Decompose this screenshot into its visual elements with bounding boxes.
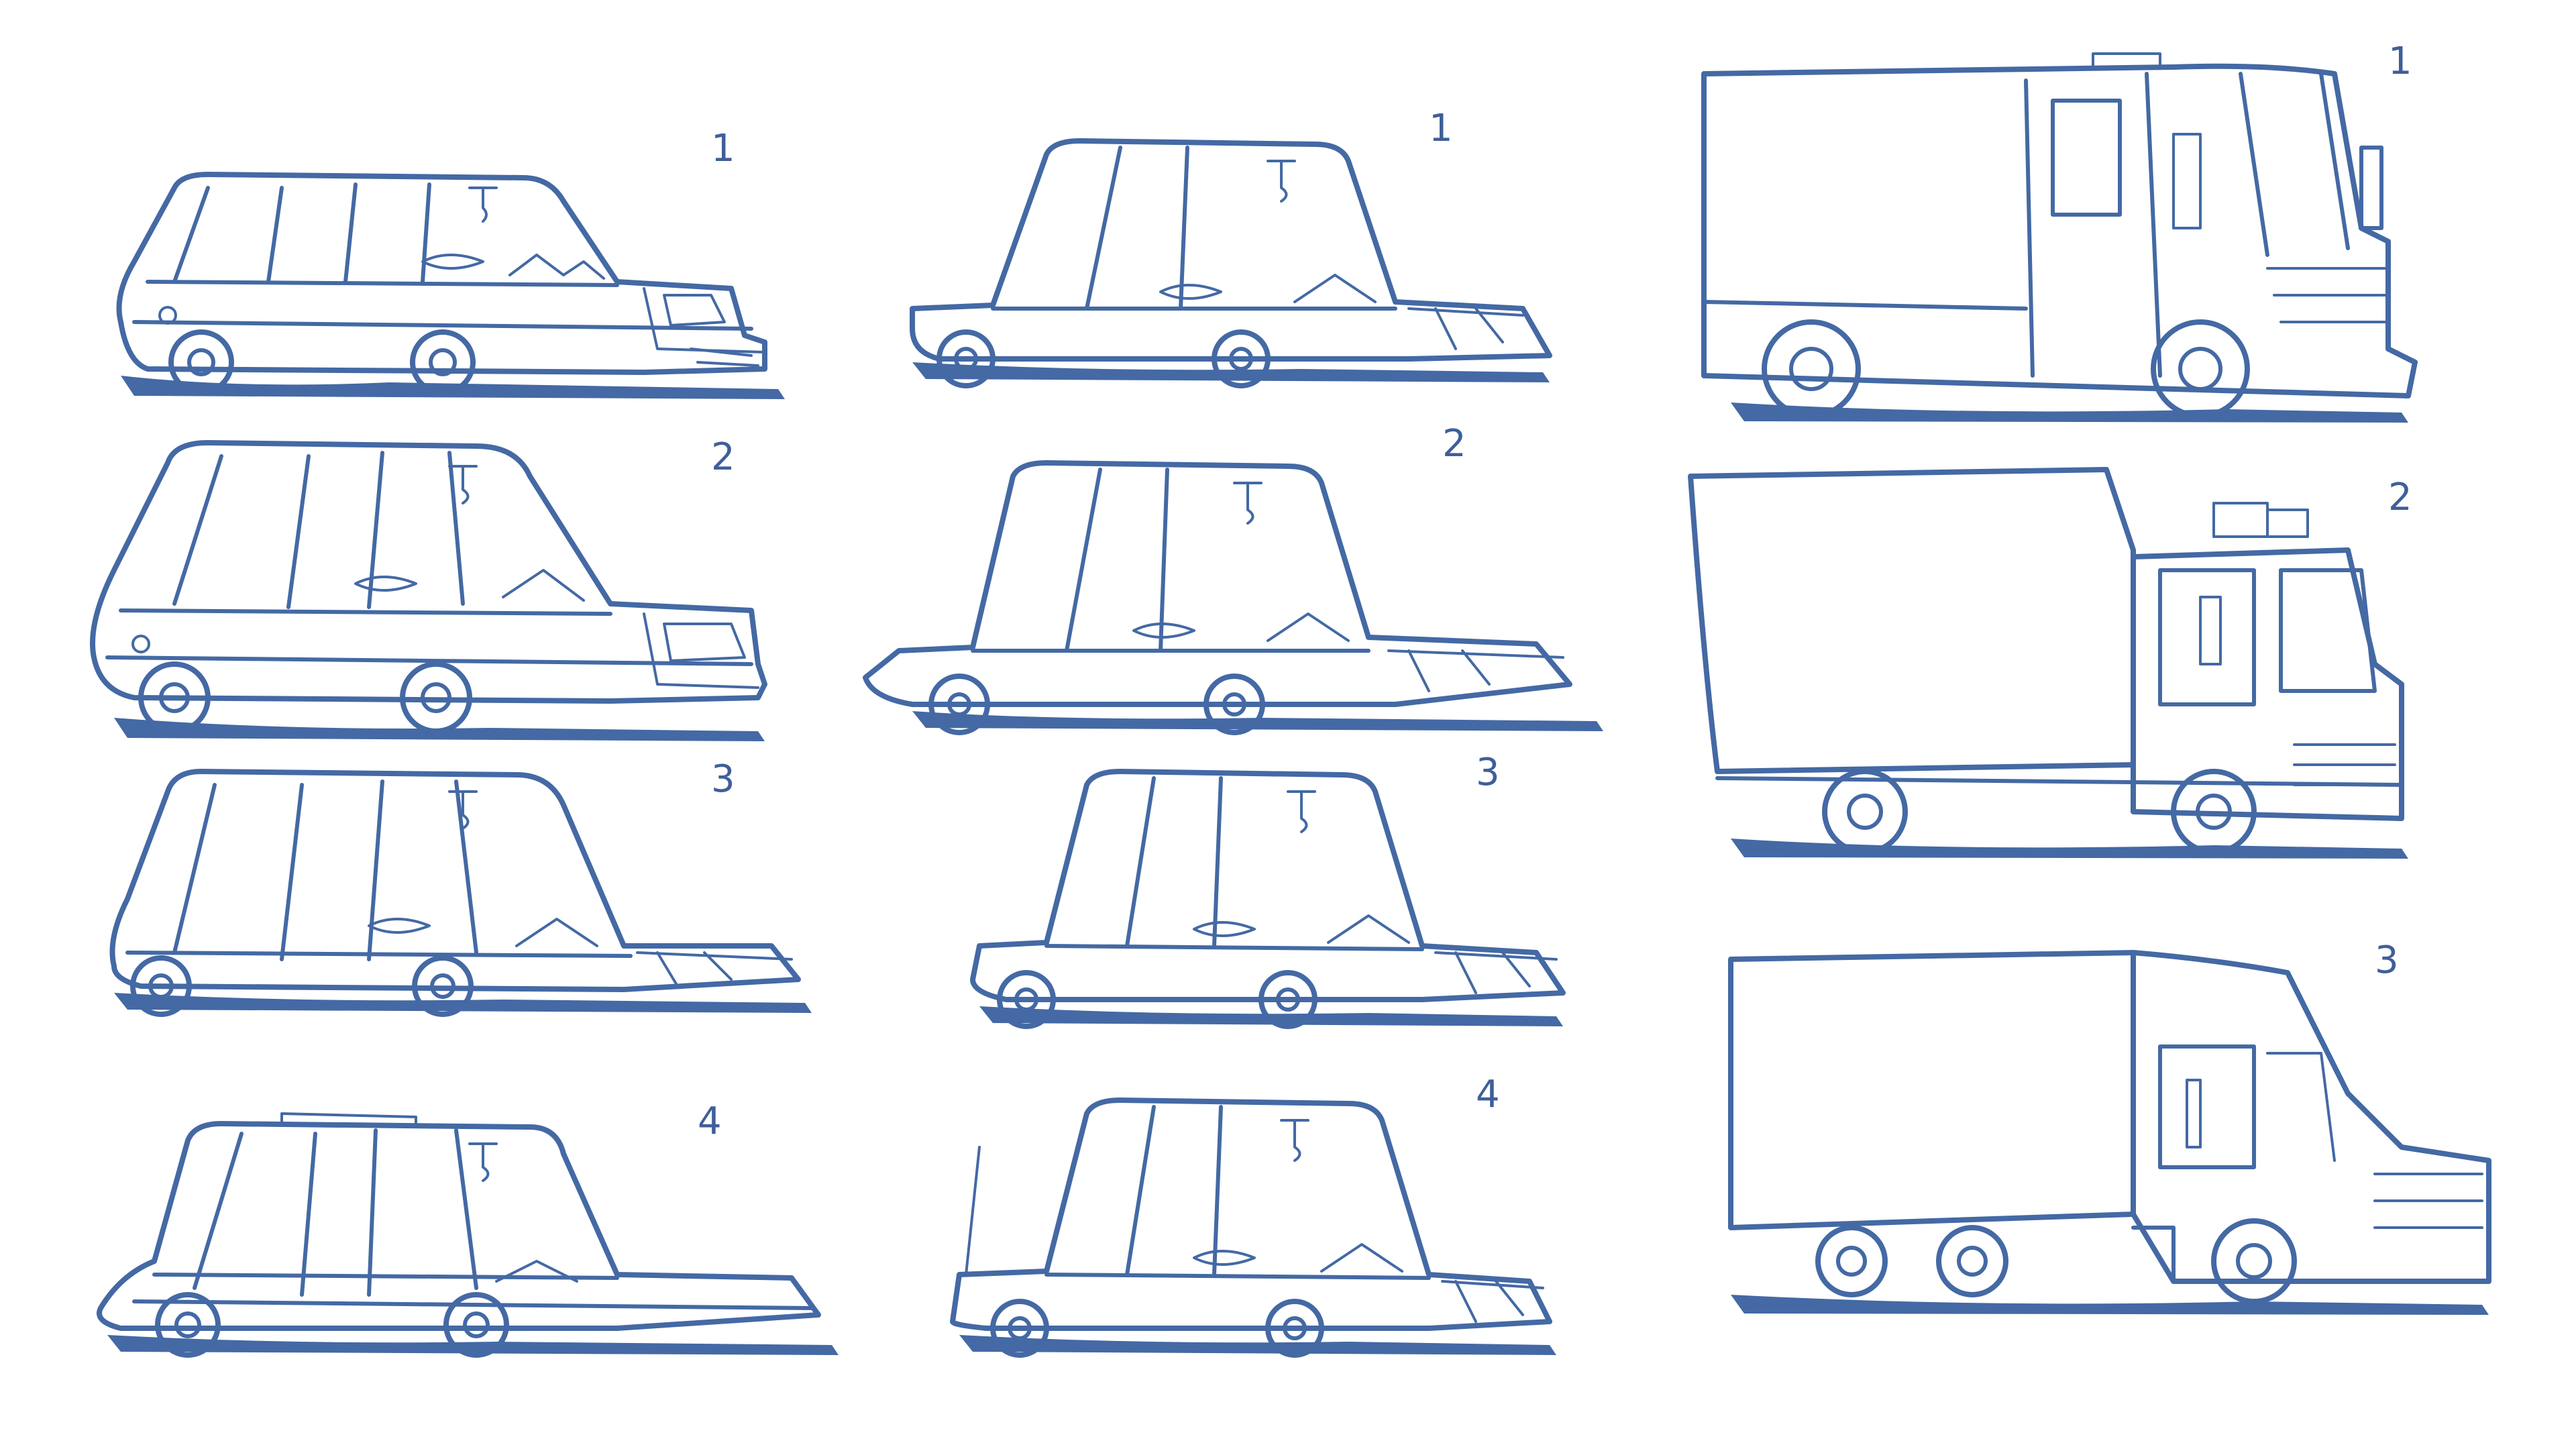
truck-1-step-van (1701, 52, 2418, 423)
station-wagon-1-label: 1 (711, 127, 735, 170)
sedan-4-label: 4 (1476, 1073, 1500, 1116)
truck-3-box-truck (1728, 950, 2491, 1315)
station-wagon-4-label: 4 (698, 1099, 722, 1143)
station-wagon-1 (116, 172, 785, 399)
station-wagon-2 (90, 440, 767, 741)
station-wagon-3 (109, 769, 812, 1017)
truck-3-label: 3 (2375, 938, 2399, 982)
sedan-4 (950, 1097, 1556, 1358)
sedan-3 (970, 769, 1566, 1029)
truck-2-box-truck (1688, 467, 2408, 859)
truck-1-label: 1 (2388, 40, 2412, 83)
sedan-1 (910, 138, 1552, 388)
sedan-2-label: 2 (1442, 422, 1466, 466)
sedan-2 (863, 460, 1603, 735)
station-wagon-3-label: 3 (711, 757, 735, 801)
sedan-3-label: 3 (1476, 751, 1500, 794)
station-wagon-2-label: 2 (711, 435, 735, 479)
truck-2-label: 2 (2388, 476, 2412, 519)
sedan-1-label: 1 (1429, 107, 1453, 150)
station-wagon-4 (97, 1112, 839, 1358)
